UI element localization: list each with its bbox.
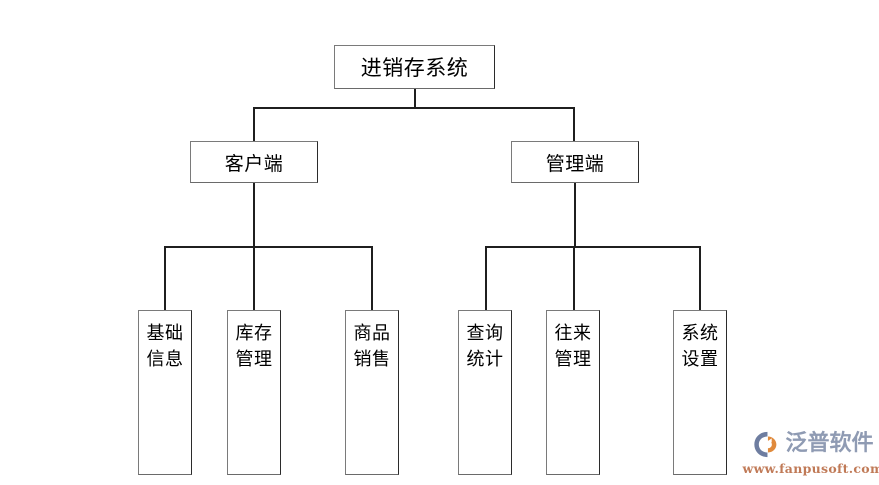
watermark-brand-text: 泛普软件 [785, 430, 874, 456]
connector-admin-drop-1 [485, 246, 487, 311]
node-transaction-management-label: 往来管理 [554, 323, 592, 370]
node-root: 进销存系统 [334, 45, 495, 89]
node-root-label: 进销存系统 [360, 56, 469, 80]
node-query-statistics-label: 查询统计 [466, 323, 504, 370]
connector-client-drop-1 [164, 246, 166, 311]
connector-top-drop-admin [573, 107, 575, 142]
node-product-sales-label: 商品销售 [353, 323, 391, 370]
connector-client-stem [253, 183, 255, 247]
node-basic-info-label: 基础信息 [146, 323, 184, 370]
connector-admin-drop-3 [699, 246, 701, 311]
connector-top-drop-client [253, 107, 255, 142]
node-system-settings-label: 系统设置 [681, 323, 719, 370]
connector-admin-drop-2 [573, 246, 575, 311]
node-admin-label: 管理端 [545, 152, 605, 175]
watermark-url-text: www.fanpusoft.com [742, 460, 879, 476]
connector-client-bus [164, 246, 373, 248]
node-query-statistics: 查询统计 [458, 310, 512, 475]
watermark-brand-row: 泛普软件 [752, 429, 874, 459]
node-system-settings: 系统设置 [673, 310, 727, 475]
node-admin: 管理端 [511, 141, 639, 183]
node-basic-info: 基础信息 [138, 310, 192, 475]
node-transaction-management: 往来管理 [546, 310, 600, 475]
watermark-logo: 泛普软件 www.fanpusoft.com [743, 424, 879, 480]
node-client-label: 客户端 [224, 152, 284, 175]
node-inventory-management-label: 库存管理 [235, 323, 273, 370]
node-client: 客户端 [190, 141, 318, 183]
connector-client-drop-3 [371, 246, 373, 311]
connector-client-drop-2 [253, 246, 255, 311]
node-inventory-management: 库存管理 [227, 310, 281, 475]
fanpu-logo-icon [754, 431, 777, 457]
connector-admin-bus [485, 246, 700, 248]
connector-top-bus [253, 107, 575, 109]
node-product-sales: 商品销售 [345, 310, 399, 475]
connector-root-stem [414, 89, 416, 108]
connector-admin-stem [574, 183, 576, 247]
